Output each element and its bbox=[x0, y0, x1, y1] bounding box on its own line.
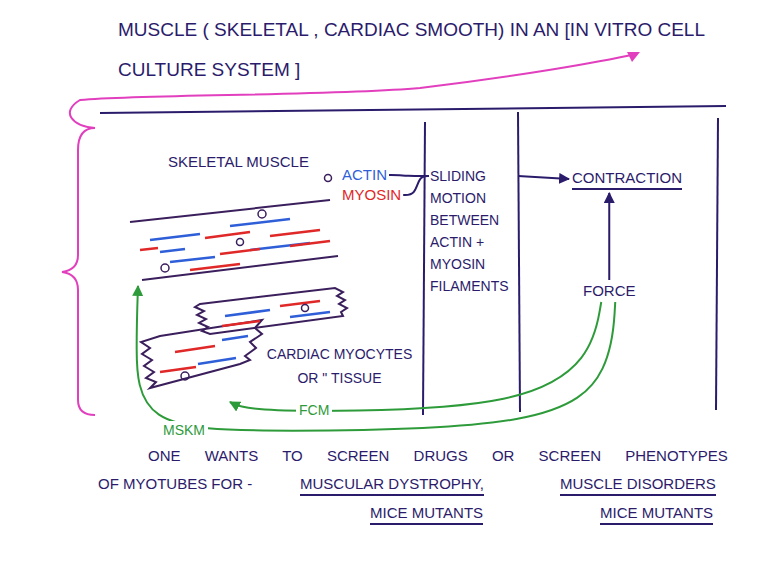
node-text: CARDIAC MYOCYTES OR " TISSUE bbox=[262, 342, 417, 390]
outcome-label: CONTRACTION bbox=[572, 168, 682, 190]
connector bbox=[137, 286, 616, 431]
actin-filament bbox=[170, 257, 215, 262]
nucleus bbox=[237, 239, 244, 246]
node-text: SLIDING MOTION BETWEEN ACTIN + MYOSIN FI… bbox=[430, 165, 516, 297]
cardiac-cell bbox=[141, 320, 262, 388]
note-text: MICE MUTANTS bbox=[600, 503, 713, 525]
node-text: FORCE bbox=[583, 282, 636, 300]
fiber-edge bbox=[130, 200, 330, 222]
muscle-figure: SKELETAL MUSCLE bbox=[126, 148, 343, 284]
outcome-label: FORCE bbox=[583, 282, 636, 300]
myosin-filament bbox=[220, 249, 260, 254]
myosin-filament bbox=[270, 230, 320, 236]
myosin-filament bbox=[222, 321, 260, 326]
actin-filament bbox=[230, 219, 290, 226]
nucleus bbox=[302, 305, 309, 312]
connector bbox=[230, 302, 601, 411]
filament-label: ACTIN bbox=[342, 166, 387, 184]
myosin-filament bbox=[205, 232, 250, 238]
nucleus bbox=[181, 372, 189, 380]
nucleus bbox=[325, 175, 332, 182]
actin-filament bbox=[150, 234, 200, 240]
actin-filament bbox=[160, 249, 185, 252]
node-text: CONTRACTION bbox=[572, 168, 682, 190]
myosin-filament bbox=[190, 264, 240, 270]
myosin-filament bbox=[160, 367, 196, 372]
note-text: MICE MUTANTS bbox=[370, 503, 483, 525]
myosin-filament bbox=[175, 346, 215, 352]
actin-filament bbox=[225, 310, 270, 316]
actin-filament bbox=[290, 312, 330, 317]
nucleus bbox=[161, 264, 169, 272]
connector bbox=[518, 176, 569, 179]
process-note: SLIDING MOTION BETWEEN ACTIN + MYOSIN FI… bbox=[430, 165, 516, 297]
column-rule bbox=[518, 112, 520, 412]
column-rule bbox=[423, 122, 425, 415]
fiber-edge bbox=[142, 256, 338, 280]
table-rule bbox=[100, 106, 726, 113]
node-text: SKELETAL MUSCLE bbox=[168, 152, 343, 172]
myosin-filament bbox=[280, 301, 320, 306]
myosin-filament bbox=[290, 241, 330, 246]
myosin-filament bbox=[140, 248, 158, 250]
node-text: ACTIN bbox=[342, 166, 387, 184]
connector-label: MSKM bbox=[160, 421, 208, 439]
pointer-head bbox=[627, 52, 640, 62]
note-text: MUSCULAR DYSTROPHY, bbox=[300, 474, 484, 496]
muscle-figure: CARDIAC MYOCYTES OR " TISSUE bbox=[145, 286, 421, 400]
connector-label: FCM bbox=[296, 401, 332, 419]
column-rule bbox=[716, 118, 718, 410]
connector bbox=[403, 176, 429, 195]
filament-label: MYOSIN bbox=[342, 186, 401, 204]
nucleus bbox=[258, 210, 266, 218]
bracket bbox=[62, 128, 95, 415]
note-text: OF MYOTUBES FOR - bbox=[98, 474, 252, 494]
actin-filament bbox=[222, 336, 248, 340]
slide-title: MUSCLE ( SKELETAL , CARDIAC SMOOTH) IN A… bbox=[118, 10, 763, 90]
connector bbox=[608, 193, 610, 280]
node-text: MYOSIN bbox=[342, 186, 401, 204]
note-text: MUSCLE DISORDERS bbox=[560, 474, 716, 496]
note-text: ONE WANTS TO SCREEN DRUGS OR SCREEN PHEN… bbox=[148, 446, 728, 466]
actin-filament bbox=[198, 358, 236, 364]
